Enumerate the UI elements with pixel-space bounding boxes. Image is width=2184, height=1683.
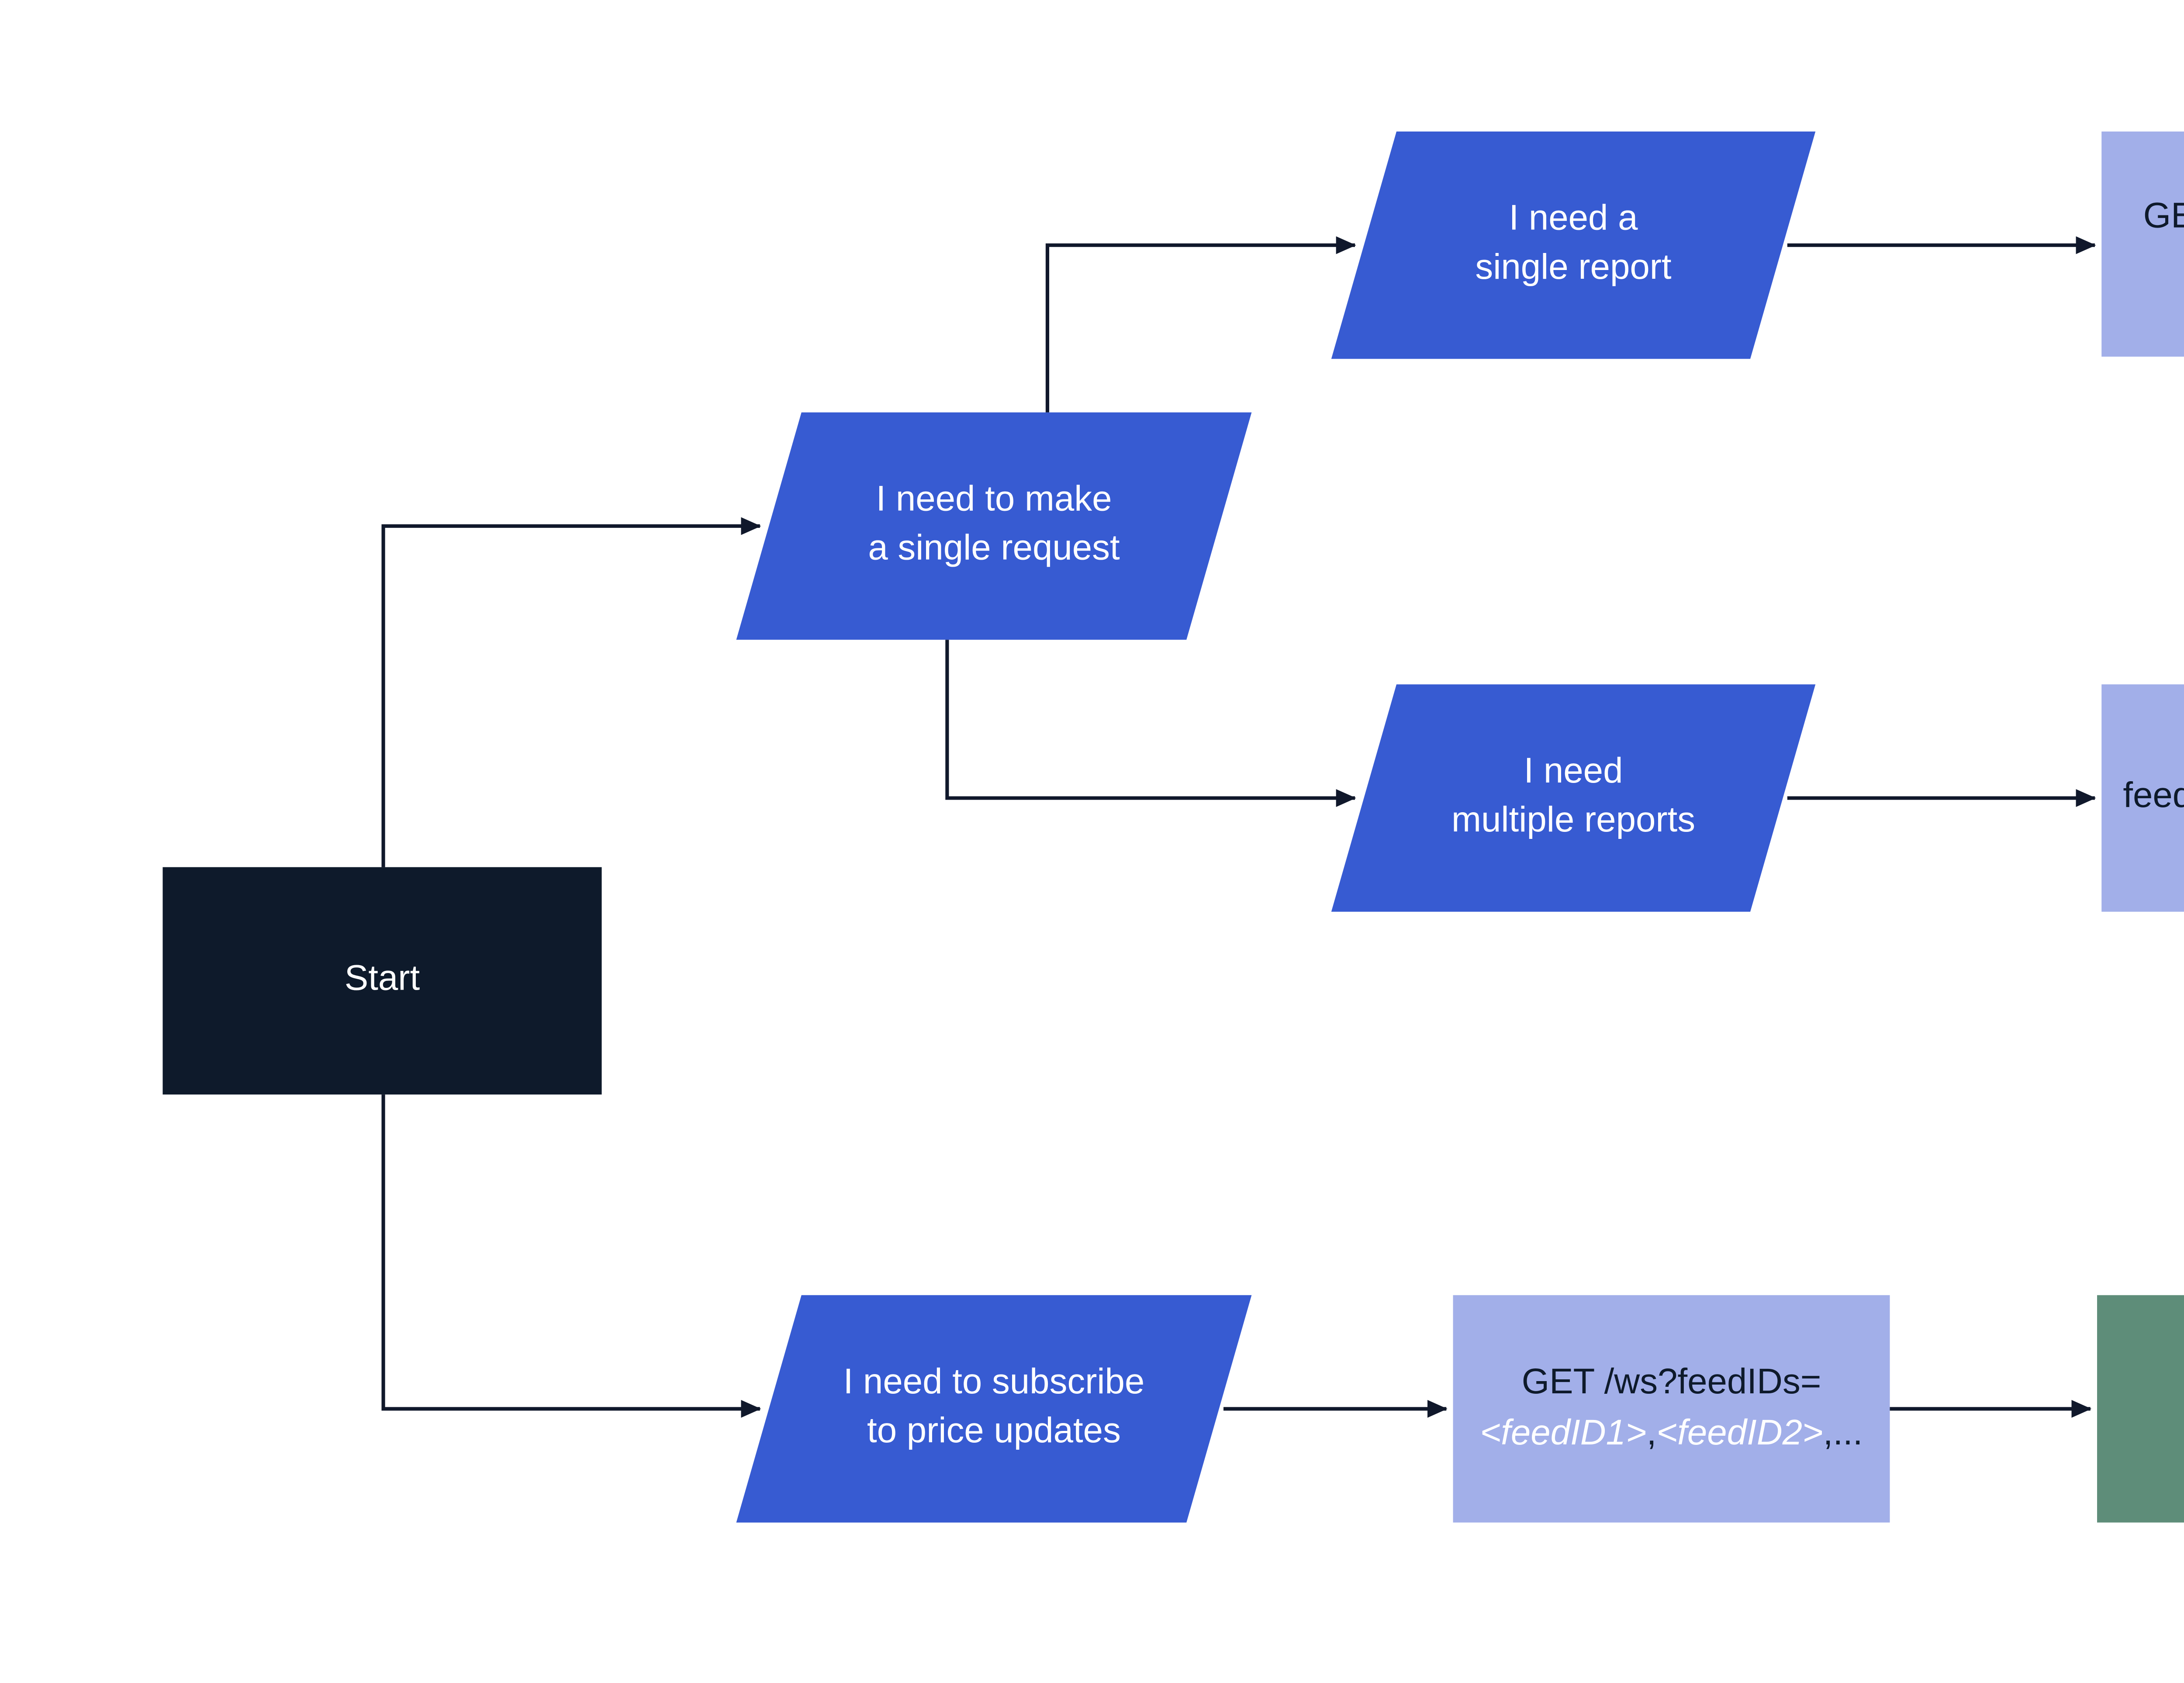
node-make-single-request-label: I need to make a single request [769, 412, 1219, 640]
node-get-ws: GET /ws?feedIDs= <feedID1>,<feedID2>,... [1453, 1295, 1890, 1523]
request-line: feedIDs=<feedID1>,<feedID2>, ... & [2123, 772, 2184, 824]
label-line: a single request [868, 530, 1120, 569]
request-text-segment: feedIDs= [2123, 779, 2184, 817]
request-text-segment: , [1646, 1415, 1657, 1454]
request-line: <feedID1>,<feedID2>,... [1480, 1409, 1863, 1460]
node-need-single-report-label: I need a single report [1364, 132, 1783, 359]
node-result-ws: [feedID1, report] [feedID2, report] ... [2097, 1295, 2184, 1523]
label-line: I need [1524, 752, 1623, 791]
request-text-segment: ,... [1823, 1415, 1863, 1454]
request-text-segment: GET /reports?feedID= [2143, 199, 2184, 237]
request-placeholder-segment: <feedID1> [1480, 1415, 1647, 1454]
connector-start-to-subscribe [381, 1094, 761, 1418]
label-line: single report [1475, 249, 1672, 288]
label-line: I need to make [876, 481, 1112, 519]
connector-single-request-to-multiple-reports [945, 640, 1356, 807]
node-subscribe-price-updates-label: I need to subscribe to price updates [769, 1295, 1219, 1522]
connector-start-to-make-single-request [381, 517, 761, 867]
request-text-segment: GET /ws?feedIDs= [1521, 1364, 1821, 1402]
label-line: multiple reports [1451, 802, 1696, 841]
request-line: GET /ws?feedIDs= [1522, 1357, 1821, 1409]
node-subscribe-price-updates: I need to subscribe to price updates [736, 1295, 1252, 1523]
connector-single-request-to-single-report [1045, 236, 1356, 412]
node-start: Start [162, 867, 602, 1095]
label-line: I need to subscribe [843, 1363, 1145, 1402]
node-get-bulk-reports: GET /reports/bulk? feedIDs=<feedID1>,<fe… [2101, 684, 2184, 912]
request-line: GET /reports?feedID=<feedID> & [2143, 192, 2184, 244]
node-need-single-report: I need a single report [1331, 132, 1816, 359]
request-placeholder-segment: <feedID2> [1656, 1415, 1823, 1454]
label-line: I need a [1509, 200, 1638, 238]
node-start-label: Start [344, 960, 420, 999]
node-need-multiple-reports-label: I need multiple reports [1364, 684, 1783, 911]
label-line: to price updates [867, 1413, 1121, 1451]
node-get-single-report: GET /reports?feedID=<feedID> & timestamp… [2101, 132, 2184, 357]
node-need-multiple-reports: I need multiple reports [1331, 684, 1816, 912]
node-make-single-request: I need to make a single request [736, 412, 1252, 640]
